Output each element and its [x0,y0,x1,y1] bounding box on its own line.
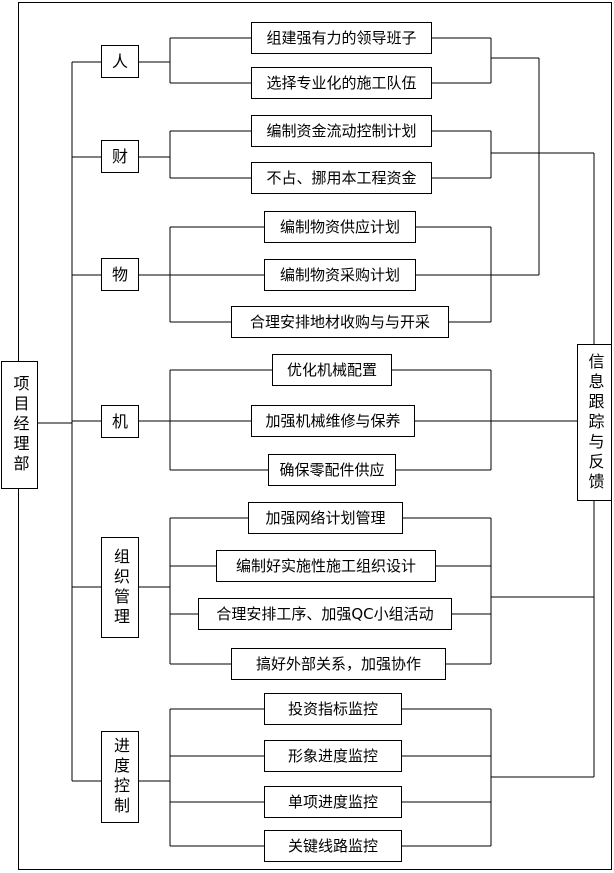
item-process-qc-activities: 合理安排工序、加强QC小组活动 [198,598,452,630]
item-machinery-maintenance: 加强机械维修与保养 [251,405,415,437]
item-optimize-machinery: 优化机械配置 [272,354,392,386]
category-wu: 物 [101,258,139,291]
item-image-progress-monitoring: 形象进度监控 [264,740,402,772]
feedback-node: 信息跟踪与反馈 [577,344,612,501]
item-material-purchase-plan: 编制物资采购计划 [264,259,416,291]
item-single-item-progress-monitoring: 单项进度监控 [264,786,402,818]
item-fund-flow-plan: 编制资金流动控制计划 [251,115,432,147]
category-schedule-control: 进度控制 [101,731,139,823]
item-construction-organization-design: 编制好实施性施工组织设计 [216,550,436,582]
item-investment-index-monitoring: 投资指标监控 [264,693,402,725]
item-material-supply-plan: 编制物资供应计划 [264,211,416,243]
item-leadership-team: 组建强有力的领导班子 [251,22,432,54]
category-organization-management: 组织管理 [101,537,139,638]
item-critical-path-monitoring: 关键线路监控 [264,830,402,862]
item-local-material-procurement: 合理安排地材收购与与开采 [231,306,449,338]
item-external-relations: 搞好外部关系，加强协作 [231,648,446,680]
category-ren: 人 [101,45,139,78]
item-no-misuse-funds: 不占、挪用本工程资金 [251,162,432,194]
item-specialized-crew: 选择专业化的施工队伍 [251,67,432,99]
item-network-plan-management: 加强网络计划管理 [248,502,403,534]
root-node: 项目经理部 [1,361,38,489]
category-cai: 财 [101,140,139,173]
item-spare-parts-supply: 确保零配件供应 [268,454,396,486]
category-ji: 机 [101,405,139,438]
